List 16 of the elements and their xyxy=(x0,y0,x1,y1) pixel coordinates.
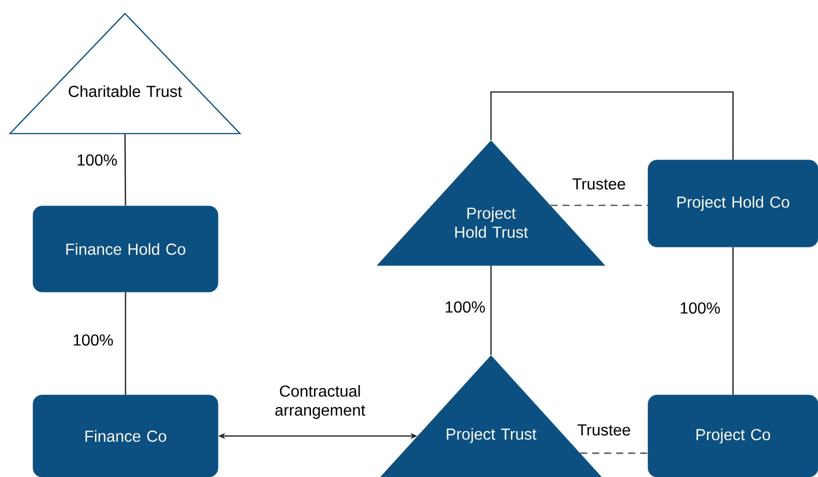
entity-box: Project Co xyxy=(648,394,818,477)
entity-box: Project Hold Co xyxy=(648,160,818,248)
connector xyxy=(550,204,648,206)
edge-label: 100% xyxy=(680,302,720,314)
connector xyxy=(124,292,126,395)
entity-box: Finance Hold Co xyxy=(32,206,218,292)
edge-label: 100% xyxy=(446,301,485,313)
entity-box: Finance Co xyxy=(32,394,218,477)
edge-label: 100% xyxy=(78,154,117,166)
edge-label: 100% xyxy=(74,334,113,346)
connector xyxy=(732,247,734,395)
connector xyxy=(490,266,492,355)
connector xyxy=(580,452,648,454)
connector xyxy=(124,134,126,206)
edge-label: Contractual arrangement xyxy=(275,385,366,419)
connector xyxy=(490,91,734,160)
